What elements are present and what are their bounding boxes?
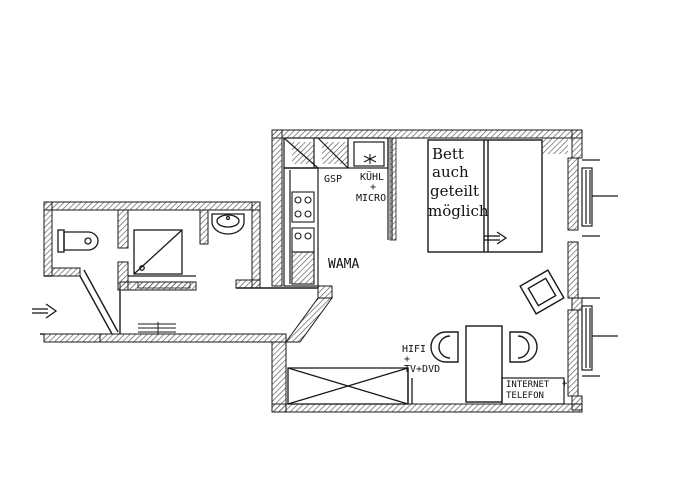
sink-icon [211, 213, 245, 235]
desk [465, 325, 503, 403]
wardrobe-strip [389, 137, 397, 241]
bed-arrow-icon [484, 231, 508, 245]
walls-bathroom [43, 201, 287, 343]
hall-lines [40, 269, 318, 335]
internet-label: INTERNET [506, 380, 550, 390]
shower-icon [128, 229, 196, 277]
hifi-tv-plus: + [404, 354, 411, 365]
chair-left-icon [430, 331, 459, 363]
washing-machine-icon [291, 227, 315, 285]
bed [427, 139, 543, 253]
stove-icon [291, 191, 315, 223]
bed-label-line-3: geteilt [430, 182, 480, 200]
tv-dvd-label: TV+DVD [404, 364, 441, 375]
toilet-icon [57, 229, 99, 253]
fridge-micro-plus: + [370, 182, 377, 193]
hifi-label: HIFI [402, 344, 427, 355]
shower-tray-edge [137, 281, 191, 289]
bed-headboard [542, 138, 568, 154]
windows [581, 159, 618, 377]
internet-box [501, 377, 565, 405]
stove-label: GSP [324, 174, 343, 185]
armchair-icon [519, 269, 565, 315]
kitchen-counter [283, 137, 393, 287]
washing-machine-label: WAMA [328, 257, 360, 272]
telefon-label: TELEFON [506, 391, 544, 401]
door-threshold [138, 322, 176, 334]
tv-sideboard [287, 367, 413, 405]
entry-arrow-icon [32, 303, 58, 319]
fridge-icon [363, 154, 377, 164]
fridge-label: KÜHL [360, 172, 385, 183]
microwave-label: MICRO [356, 193, 387, 204]
internet-telefon-plus: + [562, 379, 568, 389]
bed-label-line-2: auch [432, 163, 469, 181]
walls-main-room [271, 129, 583, 413]
chair-right-icon [509, 331, 538, 363]
bed-label-line-4: möglich [428, 202, 489, 220]
bed-label-line-1: Bett [432, 145, 464, 163]
